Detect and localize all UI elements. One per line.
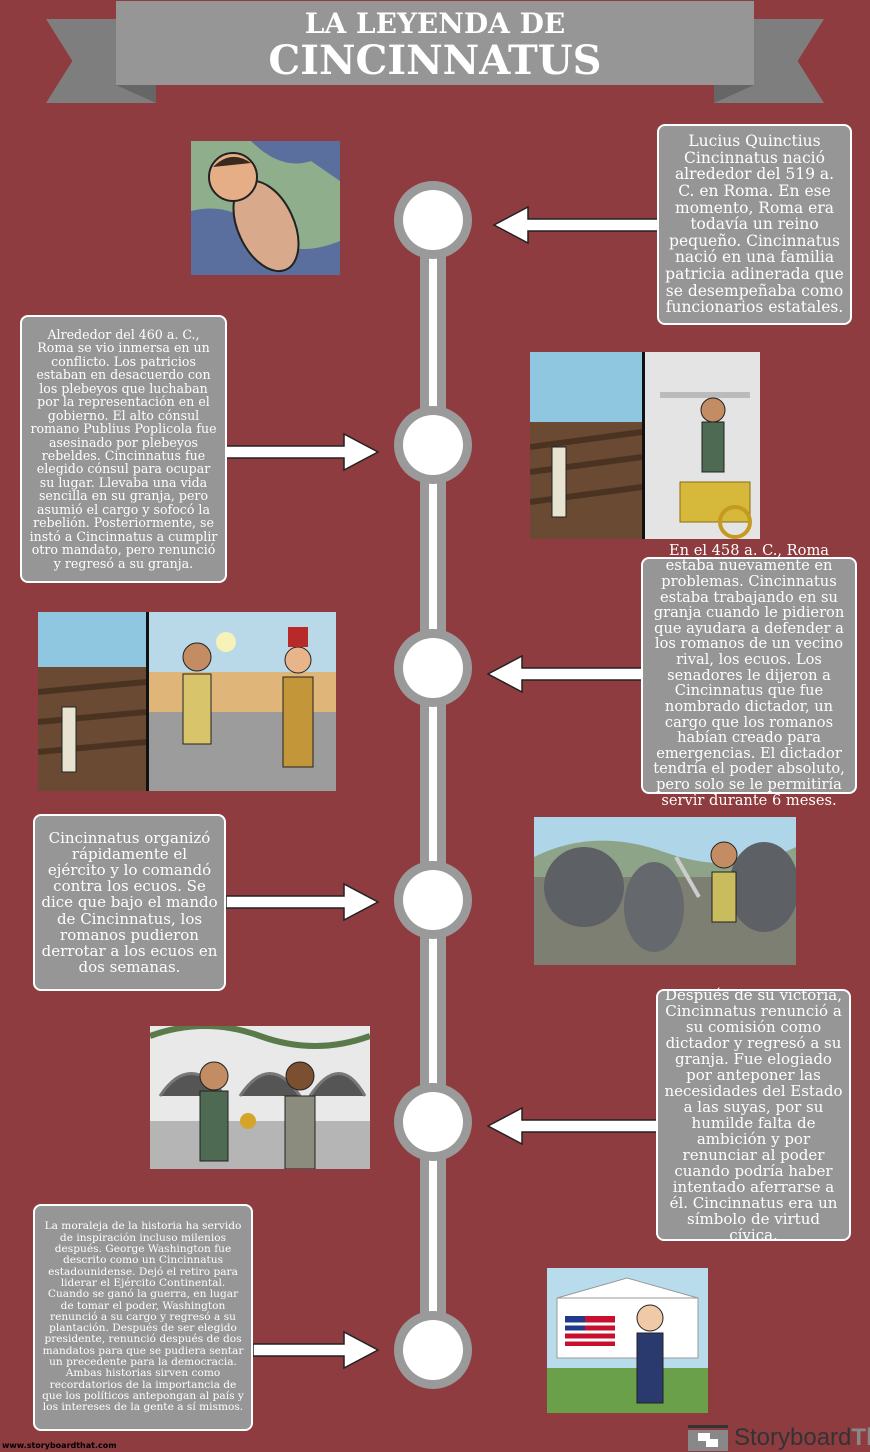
timeline-node <box>394 1083 472 1161</box>
event-text-box: La moraleja de la historia ha servido de… <box>33 1204 253 1431</box>
returning-power-illustration <box>150 1026 370 1169</box>
timeline-node <box>394 1311 472 1389</box>
event-text: Alrededor del 460 a. C., Roma se vio inm… <box>29 326 218 571</box>
timeline-line <box>420 200 446 1360</box>
logo-text-that: That <box>851 1424 870 1451</box>
title-banner: LA LEYENDA DE CINCINNATUS <box>116 1 754 85</box>
timeline-node <box>394 406 472 484</box>
event-text: Después de su victoria, Cincinnatus renu… <box>664 985 843 1245</box>
baby-map-illustration <box>191 141 340 275</box>
arrow-right-icon <box>253 1330 380 1370</box>
farmer-and-senators-illustration <box>38 612 336 791</box>
event-text: Lucius Quinctius Cincinnatus nació alred… <box>665 132 844 317</box>
arrow-left-icon <box>486 654 642 694</box>
arrow-right-icon <box>226 882 380 922</box>
timeline-node <box>394 629 472 707</box>
battle-illustration <box>534 817 796 965</box>
footer-url[interactable]: www.storyboardthat.com <box>2 1441 117 1450</box>
timeline-node <box>394 181 472 259</box>
title-line-2: CINCINNATUS <box>268 37 602 84</box>
event-text-box: Alrededor del 460 a. C., Roma se vio inm… <box>20 315 227 583</box>
arrow-left-icon <box>492 205 658 245</box>
storyboardthat-logo: StoryboardThat <box>688 1424 870 1452</box>
event-text: En el 458 a. C., Roma estaba nuevamente … <box>653 541 845 809</box>
event-text-box: Lucius Quinctius Cincinnatus nació alred… <box>657 124 852 325</box>
event-text-box: Después de su victoria, Cincinnatus renu… <box>656 985 851 1245</box>
event-text-box: Cincinnatus organizó rápidamente el ejér… <box>33 814 226 991</box>
event-text: Cincinnatus organizó rápidamente el ejér… <box>41 829 218 976</box>
event-text-box: En el 458 a. C., Roma estaba nuevamente … <box>641 543 857 808</box>
title-line-1: LA LEYENDA DE <box>304 7 566 40</box>
farmer-and-consul-illustration <box>530 352 760 539</box>
arrow-right-icon <box>226 432 380 472</box>
george-washington-illustration <box>547 1268 708 1413</box>
timeline-node <box>394 861 472 939</box>
event-text: La moraleja de la historia ha servido de… <box>42 1220 244 1414</box>
logo-text-storyboard: Storyboard <box>734 1424 852 1451</box>
storyboard-logo-icon <box>688 1425 728 1451</box>
arrow-left-icon <box>486 1106 657 1146</box>
